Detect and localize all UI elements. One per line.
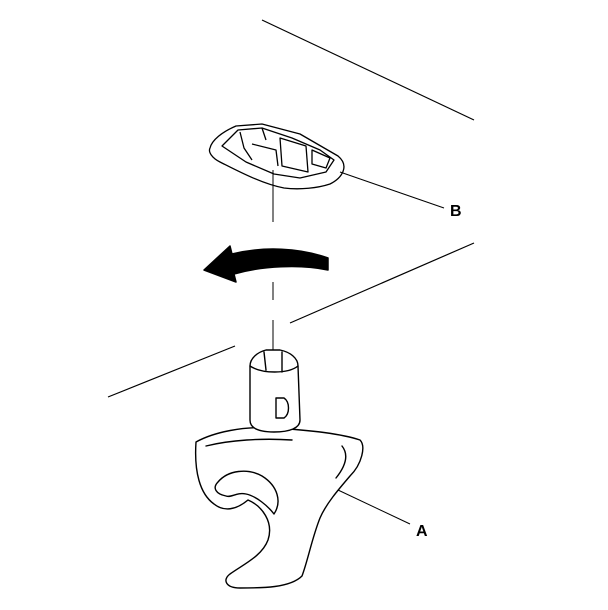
ceiling-panel-lines	[107, 19, 475, 398]
curved-arrow-left-icon	[203, 245, 329, 283]
ceiling-lower-edge-left	[107, 345, 236, 398]
ceiling-top-edge	[261, 19, 475, 121]
mounting-bracket	[208, 123, 345, 190]
coat-hook	[194, 349, 364, 589]
hook-slot	[214, 470, 279, 515]
hook-stem	[249, 349, 301, 433]
hook-body	[194, 426, 364, 589]
leader-line-b	[339, 171, 445, 209]
hook-stem-key	[275, 397, 290, 419]
hook-stem-cap	[249, 351, 299, 373]
bracket-pocket-left	[239, 127, 279, 167]
callout-label-a: A	[416, 523, 428, 540]
bracket-tab-right	[311, 149, 331, 169]
callout-label-b: B	[450, 203, 462, 220]
leader-lines	[337, 171, 445, 525]
leader-line-a	[337, 489, 411, 525]
hook-body-contour	[205, 438, 347, 479]
bracket-slot-center	[279, 137, 309, 173]
ceiling-lower-edge-right	[289, 242, 475, 324]
